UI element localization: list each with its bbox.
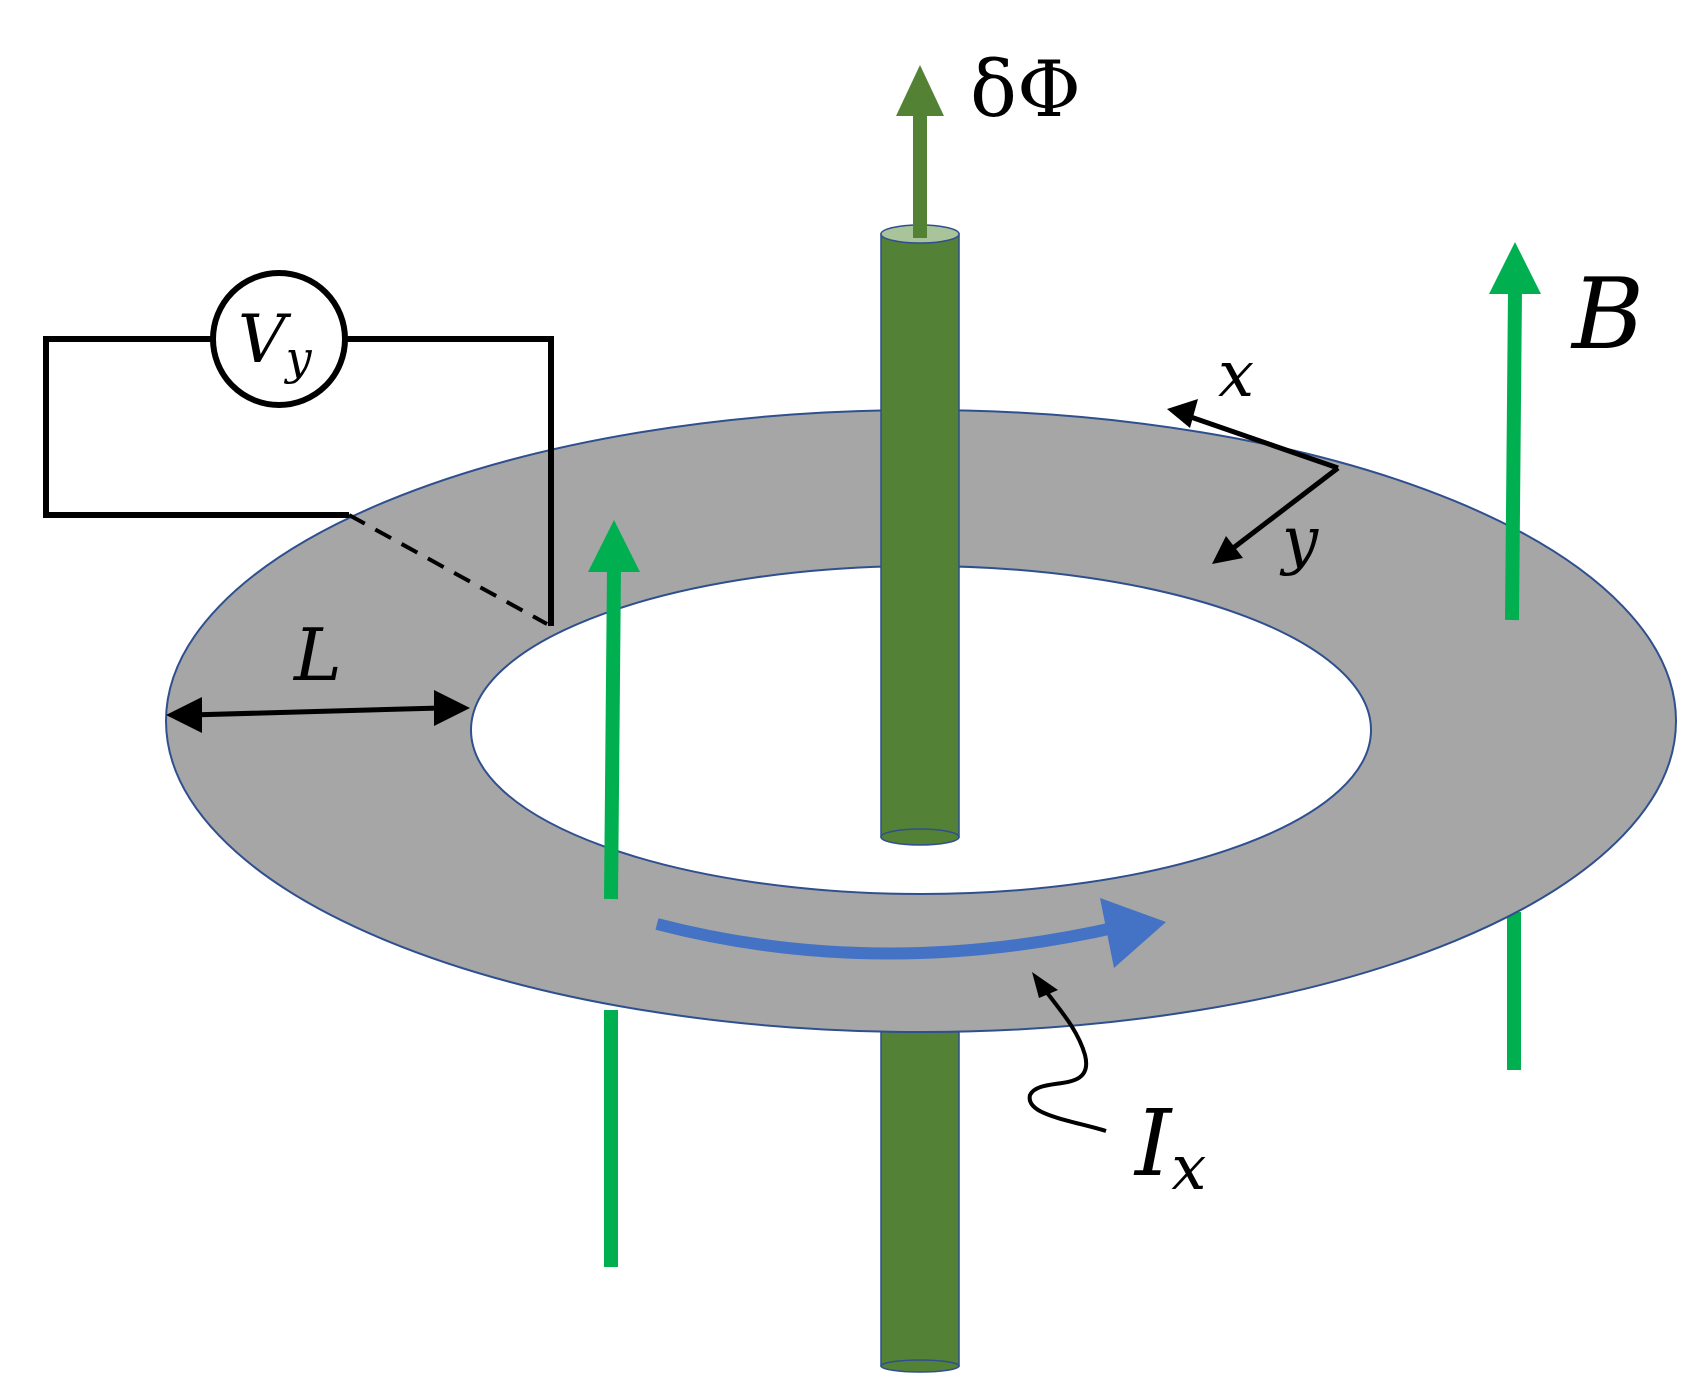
flux-arrow [896, 65, 944, 238]
voltmeter-label-main: V [238, 301, 292, 378]
width-label: L [292, 613, 342, 697]
x-axis-label: x [1218, 338, 1254, 412]
field-arrow-left [588, 520, 640, 900]
voltmeter-icon [210, 270, 348, 408]
voltmeter-circuit [43, 270, 554, 626]
field-arrow-lower-segments [604, 912, 1521, 1267]
flux-tube-upper [880, 224, 960, 846]
current-label-sub: x [1171, 1131, 1206, 1204]
voltmeter-label: Vy [238, 301, 313, 385]
field-arrow-right [1489, 242, 1541, 621]
flux-tube-lower [880, 999, 960, 1373]
current-pointer [1027, 972, 1107, 1133]
voltmeter-label-sub: y [284, 331, 313, 385]
current-label-main: I [1133, 1090, 1173, 1197]
field-label: B [1570, 258, 1644, 372]
y-axis-label: y [1279, 504, 1319, 578]
current-arrow [655, 898, 1166, 968]
current-label: Ix [1133, 1090, 1206, 1204]
coordinate-axes [1167, 399, 1340, 564]
flux-label: δΦ [970, 45, 1081, 135]
width-marker [166, 690, 470, 733]
